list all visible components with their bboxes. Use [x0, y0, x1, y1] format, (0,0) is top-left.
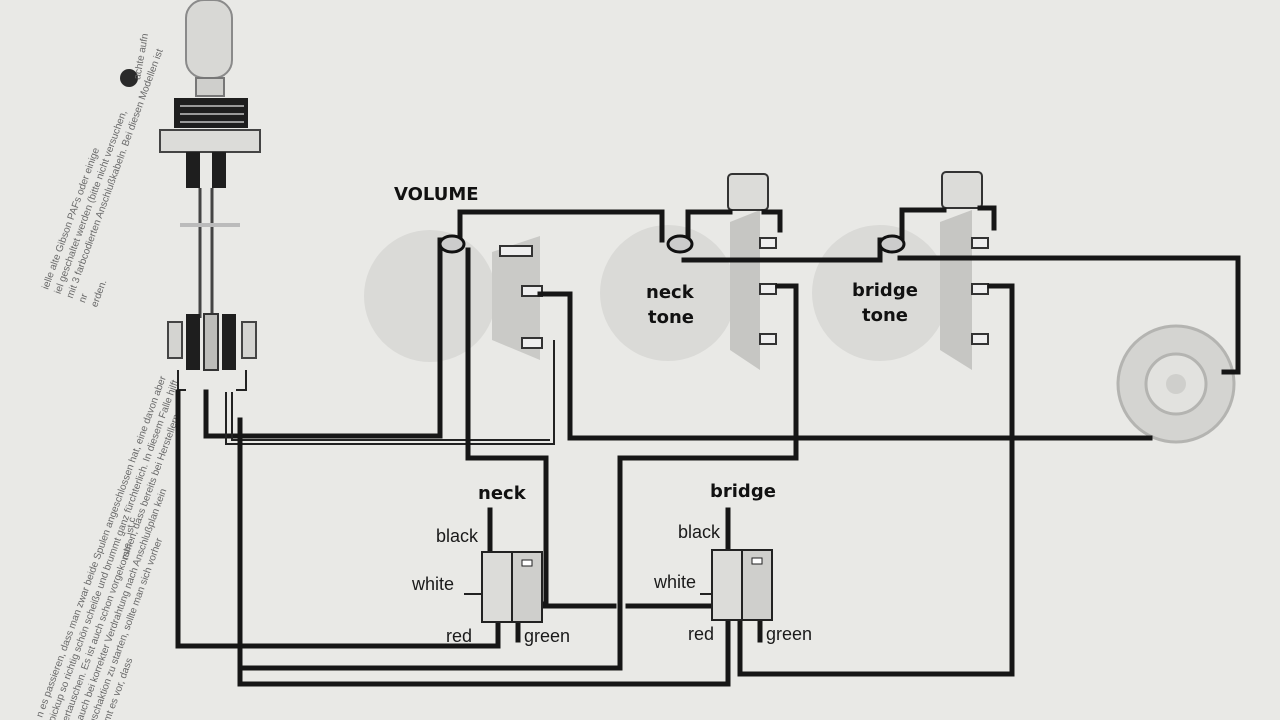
wire-neck-tone-cap-r — [761, 209, 783, 233]
pot-lug — [499, 245, 533, 257]
switch-shaft — [198, 188, 214, 318]
solder-joint — [878, 234, 906, 254]
wire-volume-to-jack — [537, 291, 1153, 441]
switch-lug — [203, 313, 219, 371]
solder-joint — [666, 234, 694, 254]
switch-blade-right — [212, 152, 226, 188]
side-line: nr — [77, 292, 91, 305]
bridge-tone-label-1: bridge — [852, 280, 918, 301]
bridge-red-label: red — [688, 624, 714, 644]
bridge-tone-label-2: tone — [862, 305, 908, 326]
neck-pickup-label: neck — [478, 483, 527, 504]
side-text-top: ielle alte Gibson PAFs oder einige iel g… — [40, 47, 166, 308]
side-line: erden. — [89, 278, 109, 308]
bridge-pickup-label: bridge — [710, 481, 776, 502]
neck-pickup-coil-b — [511, 551, 543, 623]
pot-lug — [521, 337, 543, 349]
wire-switch-to-neck-red — [175, 389, 501, 649]
bridge-pickup-coil-a — [711, 549, 743, 621]
pot-lug — [971, 283, 989, 295]
volume-pot-lugs — [492, 236, 540, 360]
side-line: mit 3 farbcodierten Anschlußkabeln. Bei … — [65, 47, 166, 300]
switch-terminals — [177, 370, 247, 391]
switch-knob-icon — [185, 0, 233, 79]
switch-lug — [186, 314, 200, 370]
pickup-screw — [751, 557, 763, 565]
bridge-tone-pot-lugs — [940, 210, 972, 370]
output-jack-tip — [1166, 374, 1186, 394]
margin-dot-icon — [120, 69, 138, 87]
switch-lug — [222, 314, 236, 370]
neck-pickup — [481, 551, 543, 623]
neck-tone-label-1: neck — [646, 282, 695, 303]
output-jack — [1116, 324, 1236, 444]
pot-lug — [521, 285, 543, 297]
solder-joint — [438, 234, 466, 254]
neck-tone-pot — [600, 173, 777, 370]
side-line: iel geschaltet werden (bitte nicht versu… — [53, 109, 130, 296]
wire-neck-tone-cap — [685, 209, 733, 243]
neck-tone-pot-lugs — [730, 210, 760, 370]
switch-lug — [241, 321, 257, 359]
switch-thread-icon — [180, 105, 244, 123]
volume-pot — [364, 230, 543, 362]
neck-tone-capacitor-icon — [727, 173, 769, 211]
bridge-tone-capacitor-icon — [941, 171, 983, 209]
switch-lug — [167, 321, 183, 359]
volume-pot-body — [364, 230, 496, 362]
neck-green-label: green — [524, 626, 570, 646]
neck-white-label: white — [411, 574, 454, 594]
neck-pickup-coil-a — [481, 551, 513, 623]
bridge-pickup — [711, 549, 773, 621]
neck-tone-label-2: tone — [648, 307, 694, 328]
bridge-white-label: white — [653, 572, 696, 592]
pot-lug — [971, 333, 989, 345]
wire-switch-to-volume-thin — [225, 340, 555, 445]
selector-switch — [159, 0, 261, 391]
wire-bridge-tone-ground — [737, 283, 1015, 677]
switch-collar — [195, 77, 225, 97]
wire-bridge-tone-cap-r — [977, 205, 997, 231]
pot-lug — [759, 237, 777, 249]
wire-switch-to-volume — [203, 237, 443, 439]
neck-red-label: red — [446, 626, 472, 646]
pickup-screw — [521, 559, 533, 567]
bridge-pickup-coil-b — [741, 549, 773, 621]
wiring — [175, 205, 1241, 687]
pot-lug — [759, 283, 777, 295]
bridge-green-label: green — [766, 624, 812, 644]
bridge-black-label: black — [678, 522, 721, 542]
neck-black-label: black — [436, 526, 479, 546]
wire-bridge-tone-cap — [899, 207, 947, 243]
pot-lug — [971, 237, 989, 249]
bridge-tone-pot — [812, 171, 989, 370]
pot-lug — [759, 333, 777, 345]
switch-blade-left — [186, 152, 200, 188]
wire-switch-to-bridge-red — [237, 417, 731, 687]
wire-tone-to-jack — [897, 255, 1241, 375]
volume-label: VOLUME — [394, 184, 479, 205]
switch-plate — [159, 129, 261, 153]
wire-switch-to-volume-thin2 — [231, 392, 550, 441]
wire-volume-to-neck-tone — [457, 209, 665, 243]
